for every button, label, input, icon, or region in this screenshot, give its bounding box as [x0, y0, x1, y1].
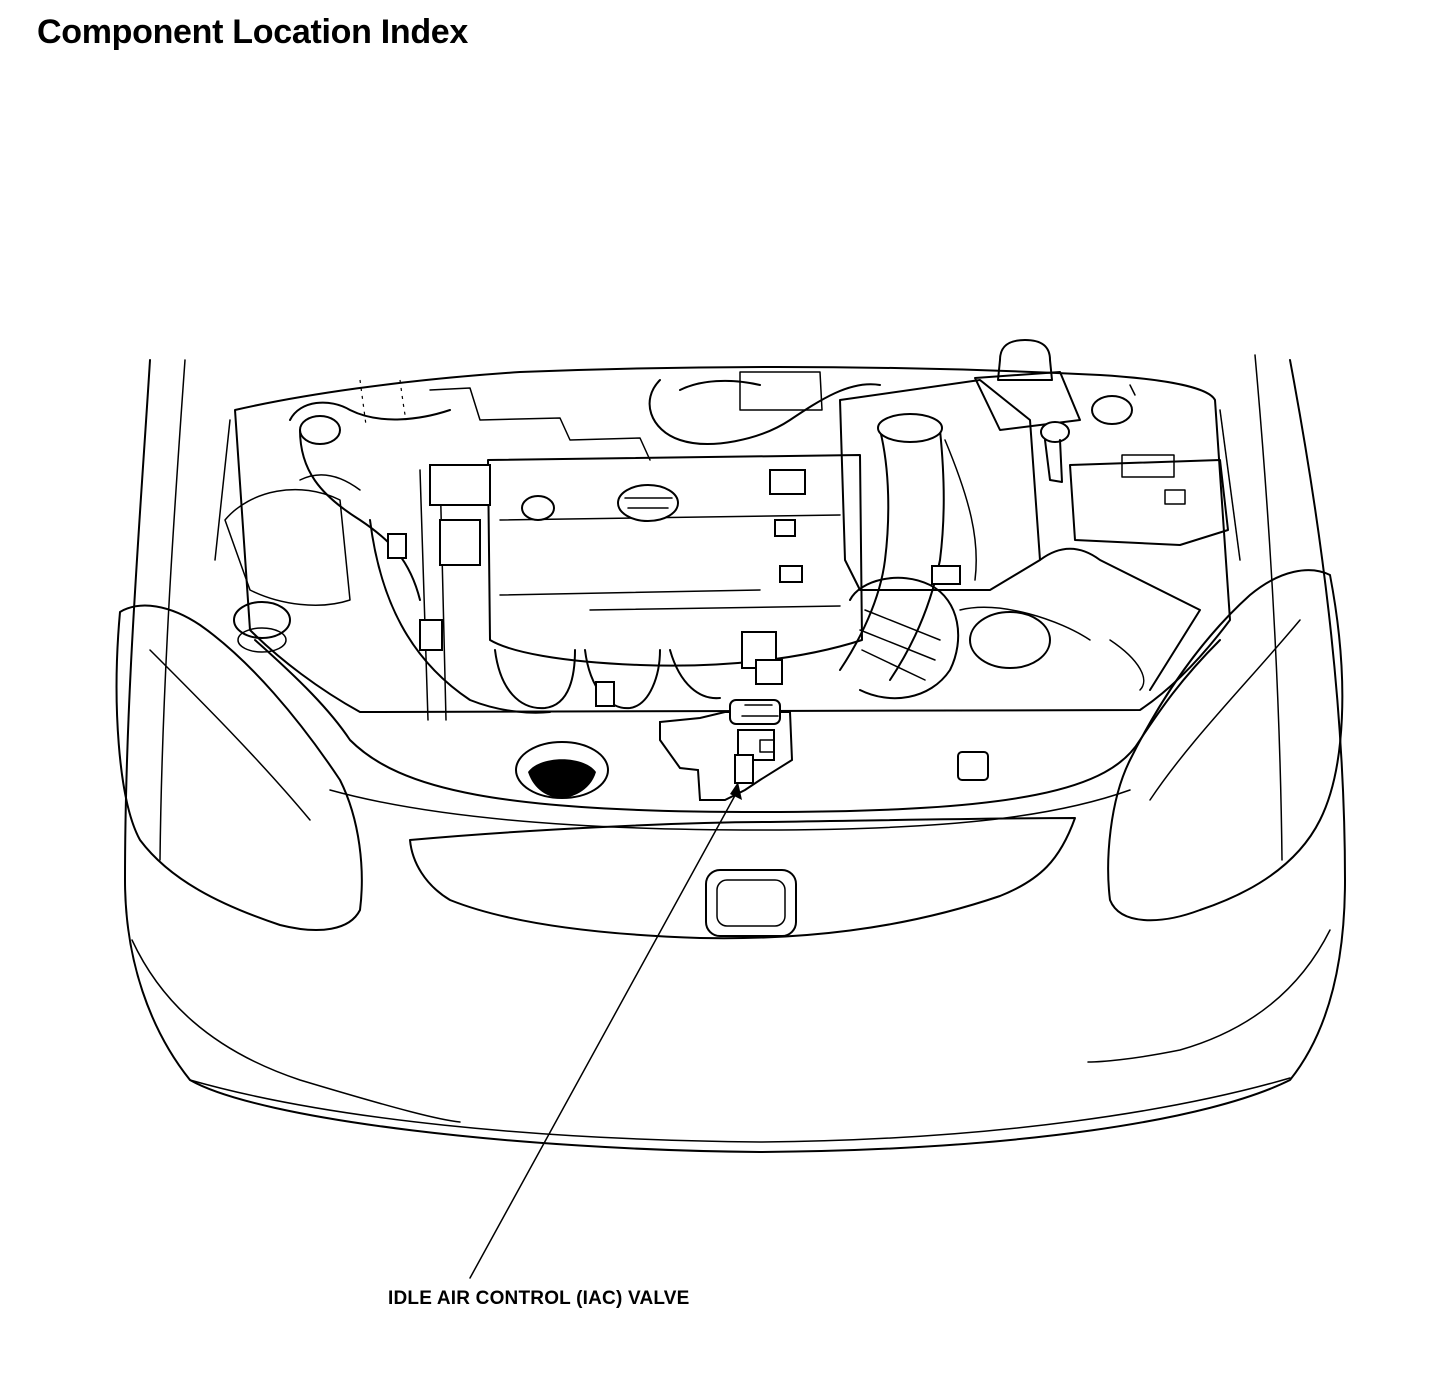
grille-emblem-icon [705, 869, 797, 937]
fascia-details [359, 379, 989, 799]
iac-valve-icon [659, 699, 794, 801]
page-title: Component Location Index [37, 13, 469, 51]
iac-valve-label: IDLE AIR CONTROL (IAC) VALVE [388, 1288, 690, 1309]
car-body-outline [124, 354, 1346, 1153]
engine-bay [214, 339, 1241, 721]
callout-leader-line [469, 782, 742, 1279]
headlight-left [115, 604, 363, 931]
headlight-right [1107, 569, 1344, 922]
